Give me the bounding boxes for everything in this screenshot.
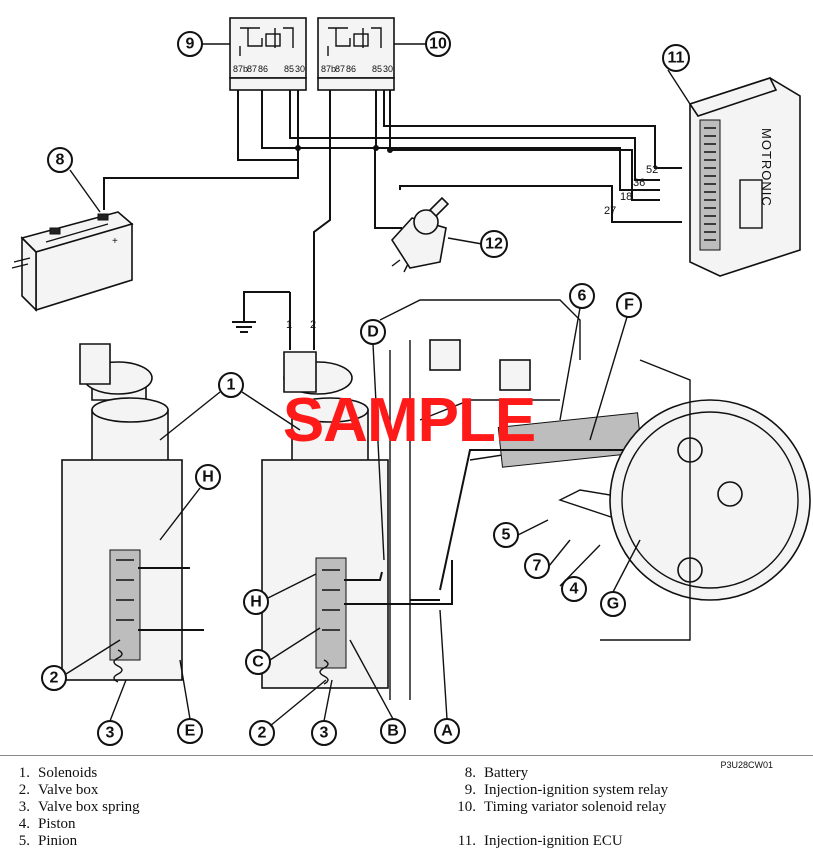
left-solenoid-assembly — [61, 343, 204, 683]
callout-e: E — [177, 718, 203, 744]
legend-item — [454, 816, 668, 833]
callout-g: G — [600, 591, 626, 617]
relay-10-pin-87b: 87b — [321, 64, 336, 74]
svg-text:D: D — [367, 324, 379, 341]
ecu: MOTRONIC — [688, 77, 801, 277]
callout-d: D — [360, 319, 386, 345]
callout-4: 4 — [561, 576, 587, 602]
relay-10-pin-87: 87 — [335, 64, 345, 74]
legend-item: 5.Pinion — [18, 833, 78, 849]
callout-b: B — [380, 718, 406, 744]
callout-6: 6 — [569, 283, 595, 309]
callout-9: 9 — [177, 31, 203, 57]
ecu-wire-36: 36 — [633, 177, 645, 189]
svg-text:H: H — [250, 594, 262, 611]
svg-text:E: E — [185, 723, 196, 740]
svg-text:5: 5 — [502, 527, 511, 544]
svg-text:C: C — [252, 654, 264, 671]
callout-12: 12 — [480, 230, 508, 258]
legend-item: 3.Valve box spring — [18, 799, 140, 815]
callout-f: F — [616, 292, 642, 318]
legend-item: 10.Timing variator solenoid relay — [457, 799, 667, 815]
relay-10: 87b 87 86 85 30 — [317, 17, 395, 91]
ecu-brand-label: MOTRONIC — [759, 128, 774, 207]
callout-8: 8 — [47, 147, 73, 173]
svg-text:2: 2 — [258, 725, 267, 742]
svg-text:9: 9 — [186, 36, 195, 53]
legend-left: 1.Solenoids 2.Valve box 3.Valve box spri… — [8, 765, 140, 850]
svg-text:4: 4 — [570, 581, 579, 598]
svg-text:12: 12 — [485, 236, 503, 253]
callout-2a: 2 — [41, 665, 67, 691]
callout-3b: 3 — [311, 720, 337, 746]
sprocket — [600, 359, 811, 641]
relay-9-pin-86: 86 — [258, 64, 268, 74]
callout-3a: 3 — [97, 720, 123, 746]
svg-text:6: 6 — [578, 288, 587, 305]
relay-10-pin-30: 30 — [383, 64, 393, 74]
legend-item: 1.Solenoids — [18, 765, 98, 781]
ecu-wire-27: 27 — [604, 205, 616, 217]
callout-2b: 2 — [249, 720, 275, 746]
svg-text:10: 10 — [429, 36, 447, 53]
relay-9-pin-87: 87 — [247, 64, 257, 74]
relay-10-pin-85: 85 — [372, 64, 382, 74]
solenoid-wire-1: 1 — [286, 319, 292, 331]
engine-block — [379, 299, 691, 700]
relay-9-pin-87b: 87b — [233, 64, 248, 74]
callout-11: 11 — [662, 44, 690, 72]
legend-right: 8.Battery 9.Injection-ignition system re… — [454, 765, 668, 850]
callout-h-left: H — [195, 464, 221, 490]
callout-h-mid: H — [243, 589, 269, 615]
svg-text:7: 7 — [533, 558, 542, 575]
legend-item: 9.Injection-ignition system relay — [464, 782, 669, 798]
legend-item: 11.Injection-ignition ECU — [457, 833, 623, 849]
relay-10-pin-86: 86 — [346, 64, 356, 74]
svg-text:A: A — [441, 723, 453, 740]
legend-item: 8.Battery — [464, 765, 529, 781]
callout-c: C — [245, 649, 271, 675]
callout-1a: 1 — [218, 372, 244, 398]
relay-9-pin-85: 85 — [284, 64, 294, 74]
svg-text:1: 1 — [227, 377, 236, 394]
svg-text:F: F — [624, 297, 634, 314]
svg-text:3: 3 — [106, 725, 115, 742]
wiring-harness: 52 36 18 27 1 2 — [103, 90, 682, 350]
svg-text:3: 3 — [320, 725, 329, 742]
solenoid-wire-2: 2 — [310, 319, 316, 331]
callout-5: 5 — [493, 522, 519, 548]
svg-text:2: 2 — [50, 670, 59, 687]
ecu-connector-pins — [704, 127, 716, 241]
relay-9: 87b 87 86 85 30 — [229, 17, 307, 91]
svg-text:B: B — [387, 723, 399, 740]
leader-lines — [65, 43, 691, 727]
svg-text:G: G — [607, 596, 619, 613]
separator-rule — [0, 755, 813, 756]
legend-item: 2.Valve box — [18, 782, 99, 798]
svg-text:11: 11 — [668, 50, 685, 67]
battery: + — [11, 211, 134, 312]
callout-10: 10 — [425, 31, 451, 57]
callout-7: 7 — [524, 553, 550, 579]
ecu-wire-52: 52 — [646, 164, 658, 176]
relay-9-pin-30: 30 — [295, 64, 305, 74]
callout-a: A — [434, 718, 460, 744]
svg-text:H: H — [202, 469, 214, 486]
ignition-switch — [390, 196, 450, 273]
legend-item: 4.Piston — [18, 816, 76, 832]
svg-text:8: 8 — [56, 152, 65, 169]
battery-terminal-sign: + — [112, 236, 118, 247]
ecu-wire-18: 18 — [620, 191, 632, 203]
middle-solenoid-assembly — [261, 351, 453, 689]
figure-code: P3U28CW01 — [720, 760, 773, 770]
timing-variator-diagram: 87b 87 86 85 30 87b 87 86 85 30 — [11, 17, 811, 746]
